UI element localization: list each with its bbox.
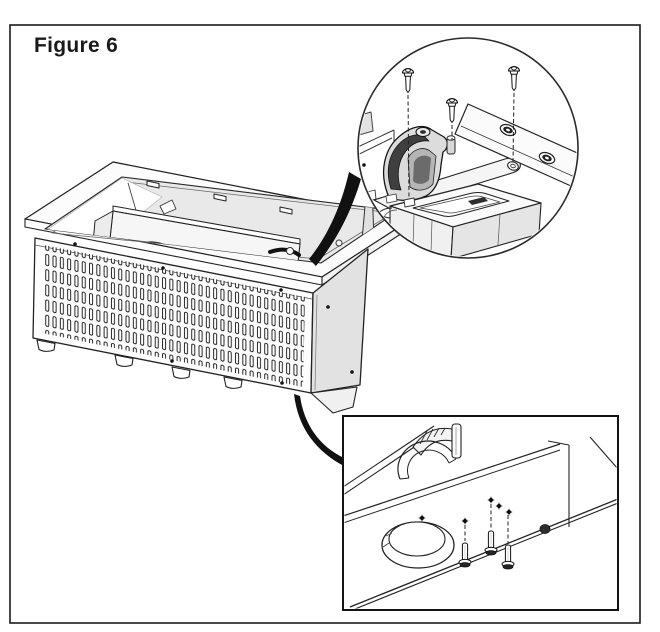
- inset-screw-lines: [464, 504, 509, 544]
- rim-clips: [146, 180, 293, 215]
- deck-edge: [349, 498, 617, 609]
- unit-interior: [44, 176, 399, 264]
- front-screws: [73, 242, 284, 385]
- corner-bracket: [382, 125, 456, 204]
- grommet-rail: [454, 103, 577, 187]
- back-wall-edges: [344, 425, 617, 527]
- leader-swoosh-top: [309, 172, 361, 266]
- detail-circle-callout: [357, 37, 579, 259]
- interior-hole: [335, 239, 343, 247]
- cable-channel-arch: [397, 423, 462, 480]
- edge-foot: [539, 524, 551, 534]
- leader-swoosh-bottom: [294, 394, 346, 467]
- main-unit: [24, 161, 411, 414]
- unit-feet: [36, 339, 243, 389]
- grommet: [499, 123, 517, 137]
- figure-label: Figure 6: [34, 34, 119, 57]
- vent-grille: [42, 245, 305, 387]
- interior-hole: [286, 247, 294, 255]
- detail-inset-callout: [342, 415, 619, 611]
- callout-screw-lines: [407, 92, 515, 201]
- grommet: [538, 151, 556, 165]
- right-side-panel: [310, 248, 369, 414]
- round-knockout-hole: [381, 521, 455, 569]
